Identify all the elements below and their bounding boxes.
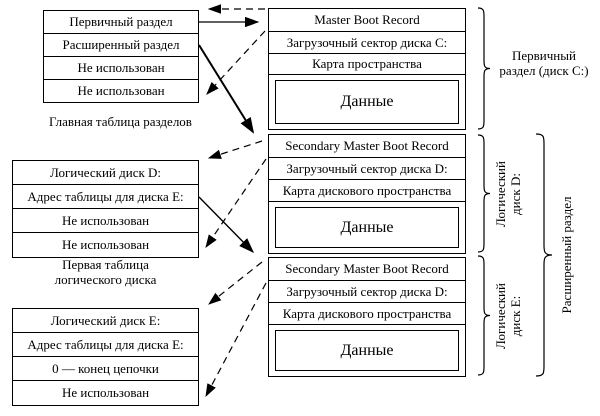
caption-line: логического диска	[54, 272, 157, 287]
block-row: Secondary Master Boot Record	[269, 135, 465, 158]
dashed-arrow-smbr1-to-table-d-top	[207, 140, 263, 159]
table-row: Не использован	[13, 209, 198, 233]
table-row: Логический диск D:	[13, 161, 198, 185]
label-line: раздел (диск C:)	[499, 63, 589, 78]
logical-disk-e-block: Secondary Master Boot Record Загрузочный…	[268, 257, 466, 377]
dashed-arrow-smbr2-to-table-e-bottom	[205, 282, 267, 398]
dashed-arrow-smbr1-to-table-d-bottom	[205, 158, 267, 248]
data-box: Данные	[275, 330, 459, 371]
main-partition-table-caption: Главная таблица разделов	[49, 114, 192, 129]
table-row: Не использован	[44, 57, 198, 80]
block-row: Карта пространства	[269, 54, 465, 75]
data-box: Данные	[275, 207, 459, 248]
table-row: Адрес таблицы для диска E:	[13, 185, 198, 209]
logical-disk-d-block: Secondary Master Boot Record Загрузочный…	[268, 134, 466, 254]
first-logical-disk-table-caption: Первая таблица логического диска	[13, 257, 198, 287]
brace-logical-disk-e-icon	[477, 255, 491, 376]
block-row: Master Boot Record	[269, 9, 465, 32]
label-line: Первичный	[512, 48, 576, 63]
data-box: Данные	[275, 80, 459, 124]
block-row: Карта дискового пространства	[269, 303, 465, 325]
main-partition-table: Первичный раздел Расширенный раздел Не и…	[43, 10, 199, 103]
block-row: Загрузочный сектор диска C:	[269, 32, 465, 54]
brace-extended-partition-icon	[535, 133, 553, 377]
arrow-table-d-to-secondary-mbr-2	[198, 196, 254, 253]
first-logical-disk-table: Логический диск D: Адрес таблицы для дис…	[12, 160, 199, 258]
dashed-arrow-smbr2-to-table-e-top	[208, 261, 263, 305]
table-row: Не использован	[77, 83, 165, 98]
caption-line: Первая таблица	[62, 257, 149, 272]
block-row: Secondary Master Boot Record	[269, 258, 465, 281]
table-row: Первичный раздел	[44, 11, 198, 34]
table-row: Логический диск E:	[13, 309, 198, 333]
block-row: Загрузочный сектор диска D:	[269, 158, 465, 180]
block-row: Загрузочный сектор диска D:	[269, 281, 465, 303]
arrow-extended-entry-to-secondary-mbr-1	[198, 44, 255, 134]
brace-logical-disk-d-icon	[477, 134, 491, 253]
table-row: Не использован	[61, 237, 150, 252]
table-row: Не использован	[61, 385, 150, 400]
brace-primary-partition-icon	[477, 7, 491, 130]
table-row: Адрес таблицы для диска E:	[13, 333, 198, 357]
table-row: Расширенный раздел	[44, 34, 198, 57]
block-row: Карта дискового пространства	[269, 180, 465, 202]
table-row: 0 — конец цепочки	[13, 357, 198, 381]
dashed-arrow-mbr-to-table-bottom	[206, 30, 266, 95]
second-logical-disk-table: Логический диск E: Адрес таблицы для дис…	[12, 308, 199, 406]
primary-partition-block: Master Boot Record Загрузочный сектор ди…	[268, 8, 466, 130]
label-primary-partition: Первичный раздел (диск C:)	[490, 48, 598, 78]
